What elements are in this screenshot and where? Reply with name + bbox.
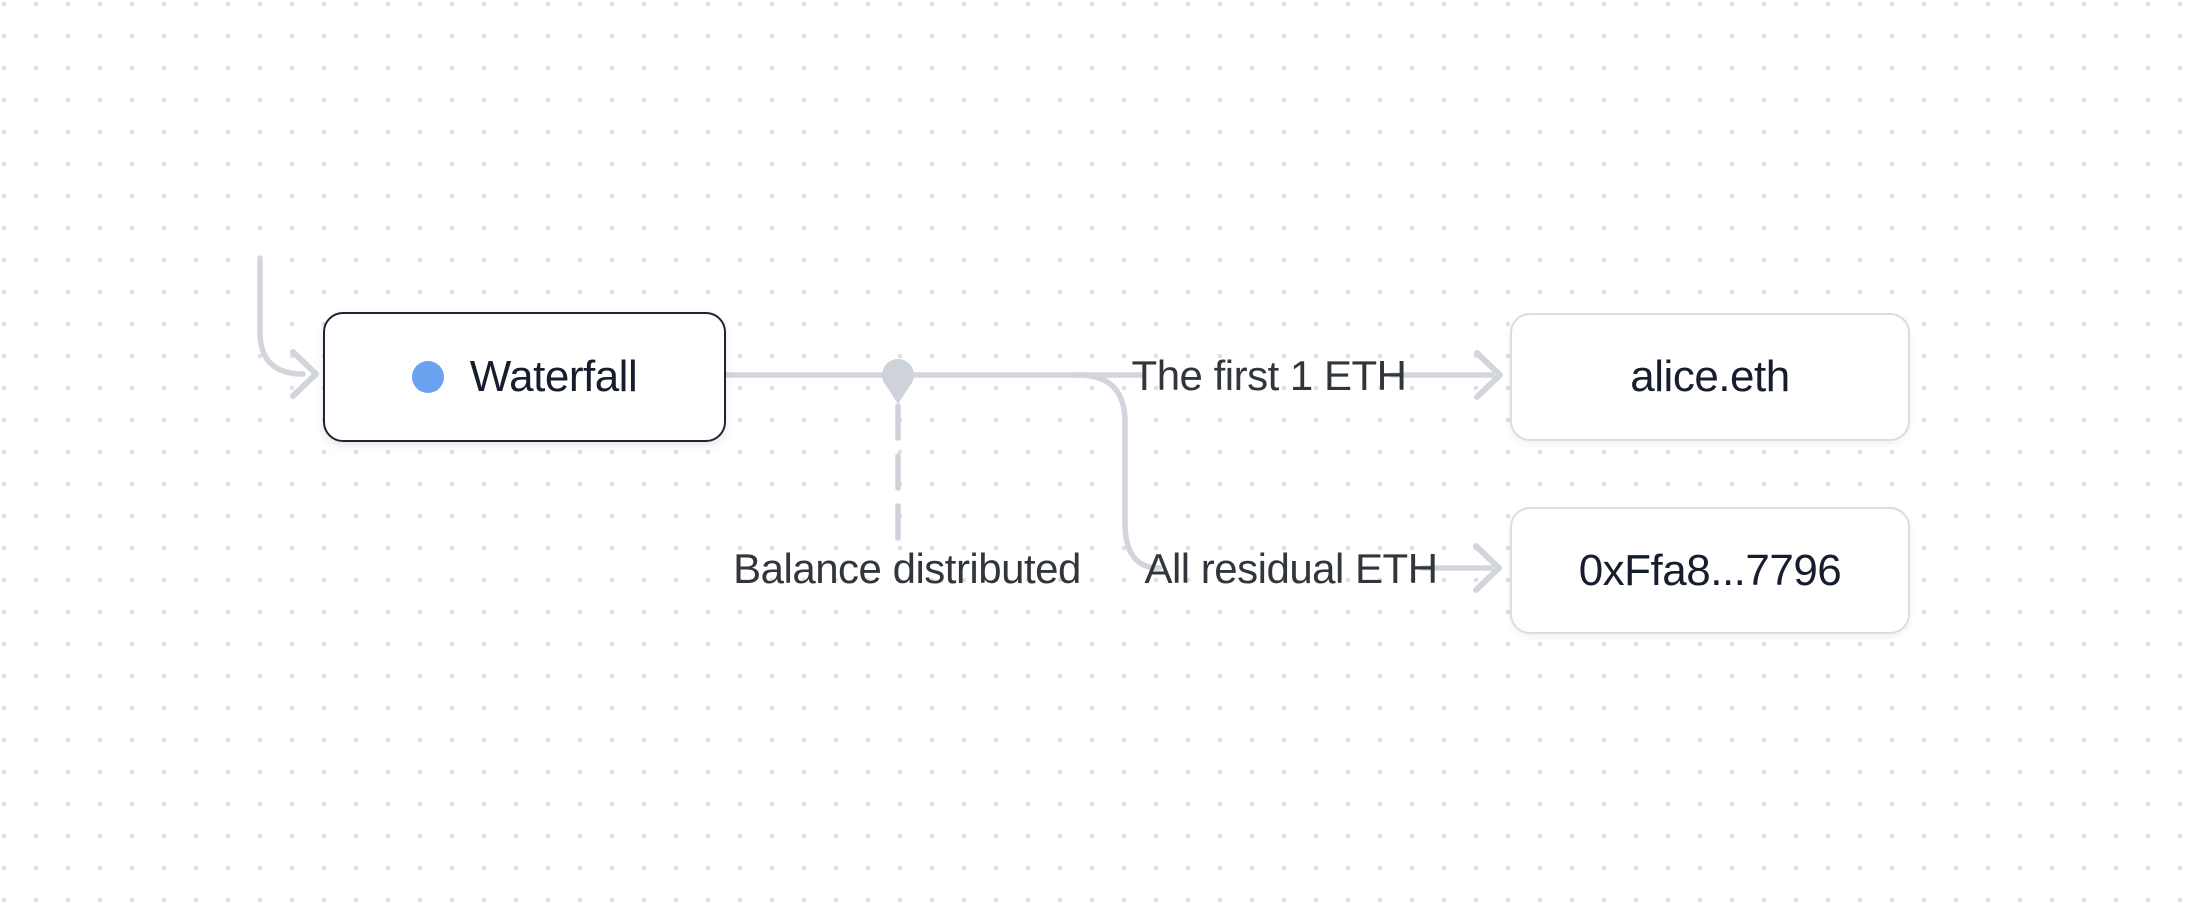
- waterfall-node[interactable]: Waterfall: [323, 312, 726, 442]
- recipient-node-alice-label: alice.eth: [1630, 352, 1790, 401]
- junction-dot-icon: [882, 359, 914, 391]
- junction-dot-tail-icon: [885, 384, 911, 404]
- top-arrowhead-icon: [1474, 350, 1503, 400]
- recipient-node-alice[interactable]: alice.eth: [1510, 313, 1910, 441]
- incoming-arrowhead-icon: [290, 349, 319, 399]
- bottom-arrowhead-icon: [1473, 543, 1502, 593]
- recipient-node-address-label: 0xFfa8...7796: [1578, 545, 1842, 595]
- edge-label-residual-eth: All residual ETH: [1144, 545, 1438, 592]
- recipient-node-address[interactable]: 0xFfa8...7796: [1510, 507, 1910, 634]
- waterfall-node-label: Waterfall: [469, 352, 638, 401]
- edge-label-balance-distributed: Balance distributed: [733, 545, 1081, 592]
- edge-label-first-eth: The first 1 ETH: [1131, 352, 1407, 399]
- residual-branch-edge: [1075, 372, 1162, 571]
- waterfall-type-dot-icon: [411, 361, 444, 393]
- incoming-edge: [257, 255, 306, 377]
